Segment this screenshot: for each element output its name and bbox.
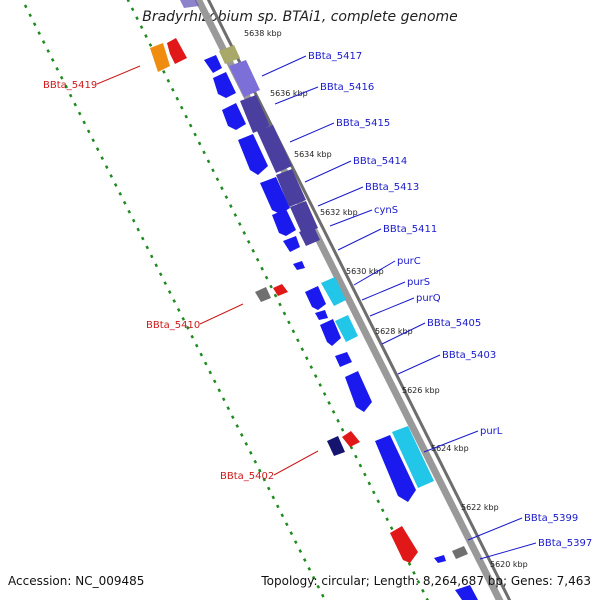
gene-feature[interactable]: [452, 546, 468, 559]
dotted-track-far-left: [23, 4, 327, 600]
gene-feature[interactable]: [238, 134, 268, 175]
scale-tick-label: 5624 kbp: [431, 444, 469, 453]
gene-feature[interactable]: [392, 426, 434, 488]
forward-gene-label[interactable]: purC: [397, 256, 421, 267]
gene-feature[interactable]: [375, 435, 416, 502]
forward-labels: BBta_5417BBta_5416BBta_5415BBta_5414BBta…: [261, 51, 592, 560]
gene-feature[interactable]: [342, 431, 360, 447]
backbone-outer-line: [194, 0, 504, 600]
gene-feature[interactable]: [219, 45, 240, 64]
gene-feature[interactable]: [257, 125, 292, 173]
gene-feature[interactable]: [213, 72, 236, 98]
forward-gene-label[interactable]: BBta_5417: [308, 51, 362, 62]
gene-feature[interactable]: [315, 310, 328, 320]
forward-gene-label[interactable]: BBta_5397: [538, 538, 592, 549]
forward-gene-label[interactable]: BBta_5413: [365, 182, 419, 193]
forward-gene-label[interactable]: BBta_5414: [353, 156, 407, 167]
forward-label-leader: [397, 354, 441, 375]
forward-gene-label[interactable]: BBta_5415: [336, 118, 390, 129]
reverse-label-leader: [96, 65, 141, 85]
forward-label-leader: [353, 260, 396, 286]
forward-gene-label[interactable]: purL: [480, 426, 503, 437]
gene-feature[interactable]: [345, 371, 372, 412]
reverse-label-leader: [199, 303, 244, 325]
scale-tick-label: 5626 kbp: [402, 386, 440, 395]
gene-feature[interactable]: [327, 436, 345, 456]
scale-tick-label: 5630 kbp: [346, 267, 384, 276]
gene-feature[interactable]: [320, 319, 341, 346]
scale-tick-label: 5622 kbp: [461, 503, 499, 512]
forward-gene-label[interactable]: cynS: [374, 205, 398, 216]
forward-gene-label[interactable]: purQ: [416, 293, 441, 304]
scale-tick-label: 5632 kbp: [320, 208, 358, 217]
forward-label-leader: [361, 281, 406, 301]
reverse-label-leader: [273, 450, 319, 476]
scale-tick-label: 5636 kbp: [270, 89, 308, 98]
gene-feature[interactable]: [305, 286, 326, 310]
forward-gene-label[interactable]: BBta_5403: [442, 350, 496, 361]
forward-genes: [180, 0, 478, 600]
forward-label-leader: [261, 55, 307, 77]
scale-tick-label: 5628 kbp: [375, 327, 413, 336]
scale-tick-label: 5638 kbp: [244, 29, 282, 38]
gene-feature[interactable]: [293, 261, 305, 270]
gene-feature[interactable]: [222, 103, 246, 130]
scale-tick-label: 5620 kbp: [490, 560, 528, 569]
gene-feature[interactable]: [204, 55, 222, 73]
gene-feature[interactable]: [283, 236, 300, 252]
forward-label-leader: [381, 322, 426, 345]
gene-feature[interactable]: [335, 352, 352, 367]
forward-label-leader: [289, 122, 335, 143]
reverse-gene-label[interactable]: BBta_5402: [220, 471, 274, 482]
gene-feature[interactable]: [321, 277, 346, 306]
forward-label-leader: [337, 228, 382, 251]
dotted-track-right: [126, 0, 429, 600]
forward-label-leader: [304, 160, 352, 183]
forward-gene-label[interactable]: BBta_5399: [524, 513, 578, 524]
forward-gene-label[interactable]: BBta_5411: [383, 224, 437, 235]
forward-label-leader: [467, 517, 523, 541]
forward-gene-label[interactable]: BBta_5405: [427, 318, 481, 329]
scale-tick-label: 5634 kbp: [294, 150, 332, 159]
forward-label-leader: [274, 86, 319, 105]
gene-feature[interactable]: [150, 43, 170, 72]
scale-ticks: 5638 kbp 5636 kbp 5634 kbp 5632 kbp 5630 kbp…: [244, 29, 528, 569]
gene-feature[interactable]: [434, 555, 446, 563]
gene-feature[interactable]: [290, 201, 318, 234]
forward-label-leader: [423, 430, 479, 453]
accession-text: Accession: NC_009485: [8, 574, 145, 588]
gene-feature[interactable]: [455, 585, 478, 600]
backbone-inner-line: [206, 0, 512, 600]
reverse-genes: [150, 38, 418, 563]
forward-label-leader: [479, 542, 537, 560]
forward-label-leader: [329, 209, 373, 227]
gene-feature[interactable]: [273, 284, 288, 296]
reverse-gene-label[interactable]: BBta_5410: [146, 320, 200, 331]
forward-gene-label[interactable]: BBta_5416: [320, 82, 374, 93]
gene-feature[interactable]: [180, 0, 199, 8]
genome-title: Bradyrhizobium sp. BTAi1, complete genom…: [142, 9, 458, 25]
gene-feature[interactable]: [240, 95, 270, 133]
gene-feature[interactable]: [255, 287, 271, 302]
forward-gene-label[interactable]: purS: [407, 277, 430, 288]
gene-feature[interactable]: [167, 38, 187, 64]
reverse-gene-label[interactable]: BBta_5419: [43, 80, 97, 91]
gene-feature[interactable]: [229, 60, 260, 97]
forward-label-leader: [369, 297, 415, 317]
gene-feature[interactable]: [276, 169, 306, 207]
gene-feature[interactable]: [390, 526, 418, 563]
topology-text: Topology: circular; Length: 8,264,687 bp…: [261, 574, 591, 588]
gene-feature[interactable]: [272, 209, 296, 236]
gene-feature[interactable]: [299, 227, 320, 246]
gene-feature[interactable]: [335, 315, 358, 342]
gene-feature[interactable]: [260, 177, 290, 214]
forward-label-leader: [317, 186, 364, 207]
